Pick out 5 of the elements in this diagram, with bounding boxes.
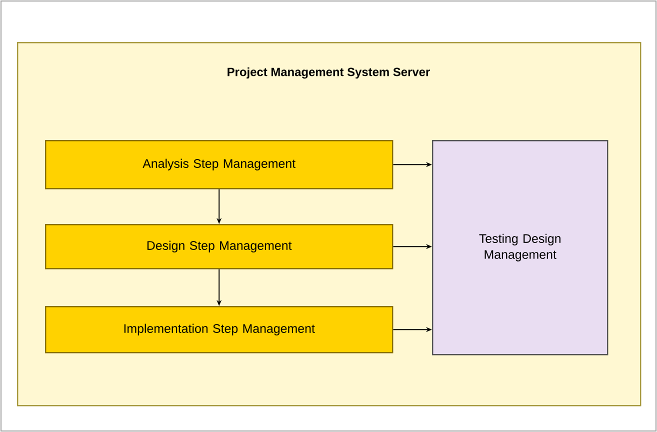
process-box: Design Step Management <box>45 224 394 270</box>
box-heading: Project Management System Server <box>228 67 430 79</box>
process-box: Implementation Step Management <box>45 306 394 354</box>
process-box: Testing Design Management <box>432 140 608 356</box>
process-box: Analysis Step Management <box>45 140 394 190</box>
